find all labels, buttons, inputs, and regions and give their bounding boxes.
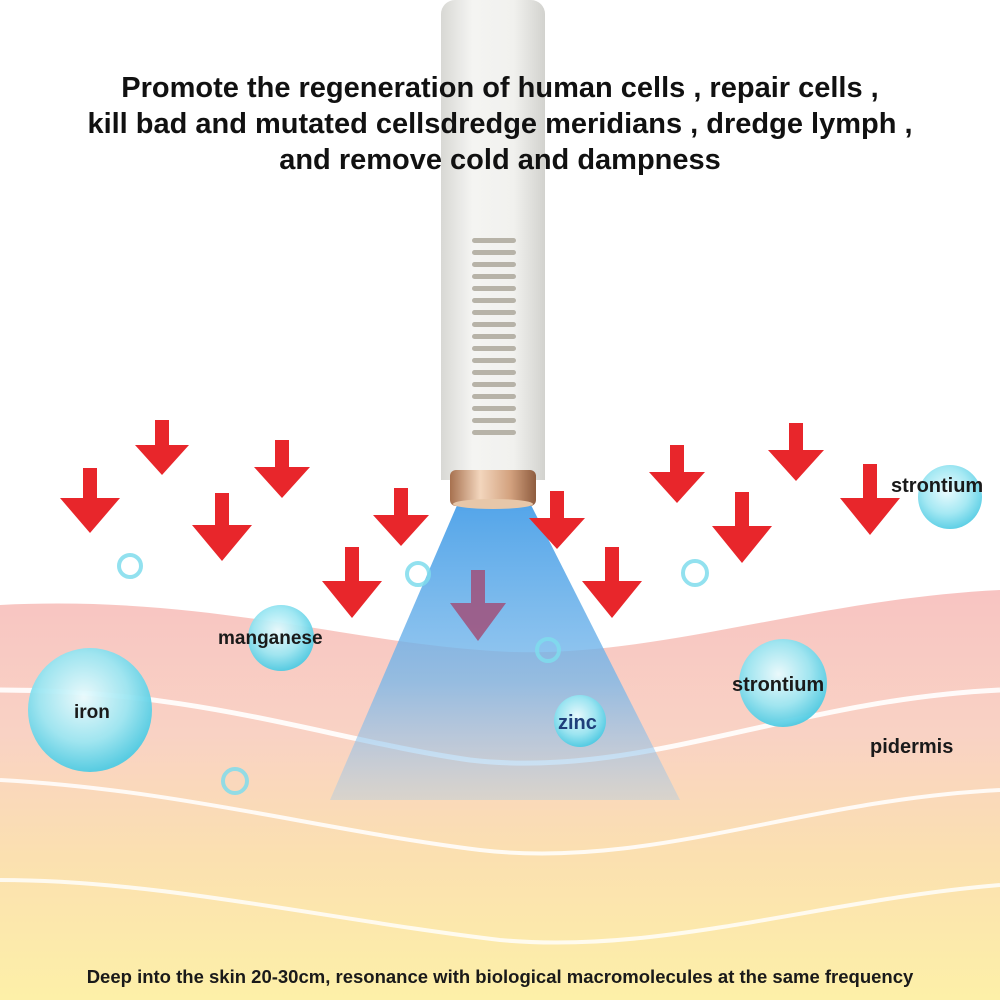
- red-down-arrow-icon: [768, 423, 824, 481]
- red-down-arrow-icon: [529, 491, 585, 549]
- red-down-arrow-icon: [582, 547, 642, 618]
- red-down-arrow-icon: [840, 464, 900, 535]
- label-strontium-mid: strontium: [732, 674, 825, 696]
- red-down-arrow-icon: [322, 547, 382, 618]
- headline-line-1: Promote the regeneration of human cells …: [121, 72, 879, 104]
- red-down-arrow-icon: [450, 570, 506, 641]
- headline: Promote the regeneration of human cells …: [0, 70, 1000, 178]
- headline-line-3: and remove cold and dampness: [279, 144, 721, 176]
- red-down-arrow-icon: [649, 445, 705, 503]
- headline-line-2: kill bad and mutated cellsdredge meridia…: [87, 108, 913, 140]
- molecule-bubble-icon: [739, 639, 827, 727]
- small-bubbles: [117, 553, 709, 795]
- red-down-arrow-icon: [373, 488, 429, 546]
- red-down-arrow-icon: [712, 492, 772, 563]
- label-manganese: manganese: [218, 628, 323, 649]
- molecule-bubbles: [28, 465, 982, 772]
- label-strontium-top: strontium: [891, 475, 984, 497]
- molecule-bubble-icon: [918, 465, 982, 529]
- label-iron: iron: [74, 702, 110, 723]
- label-epidermis: pidermis: [870, 736, 954, 758]
- red-down-arrow-icon: [254, 440, 310, 498]
- device-handle-icon: [441, 0, 545, 509]
- footer-caption: Deep into the skin 20-30cm, resonance wi…: [86, 966, 914, 987]
- molecule-bubble-icon: [28, 648, 152, 772]
- red-down-arrow-icon: [135, 420, 189, 475]
- molecule-bubble-icon: [248, 605, 314, 671]
- molecule-bubble-icon: [554, 695, 606, 747]
- red-down-arrow-icon: [60, 468, 120, 533]
- label-zinc: zinc: [558, 712, 597, 734]
- red-down-arrow-icon: [192, 493, 252, 561]
- red-arrows: [60, 420, 900, 641]
